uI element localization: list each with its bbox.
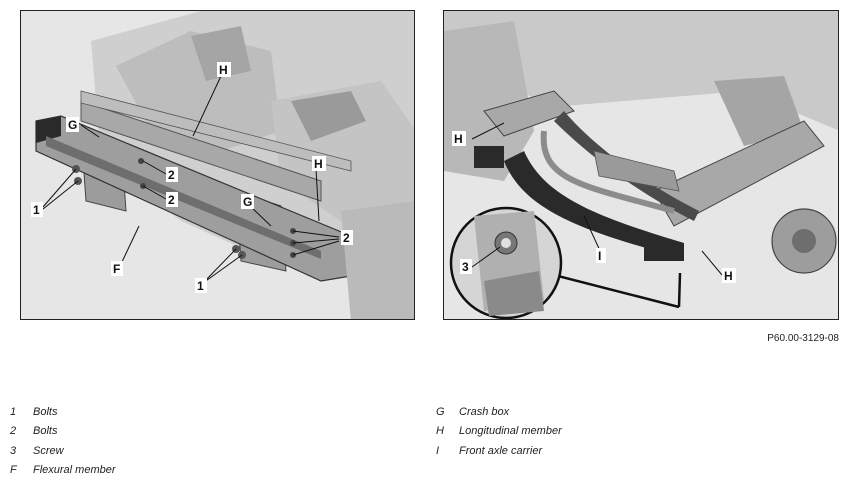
legend-row: 1 Bolts bbox=[10, 402, 116, 422]
legend-text: Screw bbox=[33, 445, 64, 457]
legend-key: 2 bbox=[10, 425, 33, 437]
callout-g-top: G bbox=[66, 117, 79, 132]
svg-text:1: 1 bbox=[197, 279, 204, 293]
svg-text:H: H bbox=[724, 269, 733, 283]
legend-key: H bbox=[436, 425, 459, 437]
wheel-hub-shape bbox=[792, 229, 816, 253]
callout-g-mid: G bbox=[241, 194, 254, 209]
svg-text:H: H bbox=[219, 63, 228, 77]
legend-text: Longitudinal member bbox=[459, 425, 562, 437]
legend-row: 3 Screw bbox=[10, 441, 116, 461]
axle-carrier-drawing: H H 3 I bbox=[444, 11, 839, 320]
callout-h-left: H bbox=[452, 131, 466, 146]
legend-text: Bolts bbox=[33, 406, 57, 418]
legend-row: H Longitudinal member bbox=[436, 422, 562, 442]
svg-text:H: H bbox=[454, 132, 463, 146]
callout-i: I bbox=[596, 248, 606, 263]
callout-2-a: 2 bbox=[166, 167, 178, 182]
callout-2-c: 2 bbox=[341, 230, 353, 245]
legend-row: 2 Bolts bbox=[10, 422, 116, 442]
legend-right: G Crash box H Longitudinal member I Fron… bbox=[436, 402, 562, 461]
left-illustration-panel: G H H 2 2 2 1 1 bbox=[20, 10, 415, 320]
callout-h-right: H bbox=[722, 268, 736, 283]
right-wheel-housing-shape bbox=[341, 201, 415, 320]
legend-text: Flexural member bbox=[33, 464, 116, 476]
legend-key: G bbox=[436, 406, 459, 418]
svg-text:F: F bbox=[113, 262, 120, 276]
callout-3: 3 bbox=[460, 259, 472, 274]
callout-2-b: 2 bbox=[166, 192, 178, 207]
legend-text: Bolts bbox=[33, 425, 57, 437]
right-carrier-end-shape bbox=[644, 243, 684, 261]
detail-pointer-line-b bbox=[679, 273, 680, 307]
svg-text:G: G bbox=[68, 118, 77, 132]
svg-text:3: 3 bbox=[462, 260, 469, 274]
legend-text: Crash box bbox=[459, 406, 509, 418]
legend-key: 1 bbox=[10, 406, 33, 418]
legend-left: 1 Bolts 2 Bolts 3 Screw F Flexural membe… bbox=[10, 402, 116, 480]
left-carrier-end-shape bbox=[474, 146, 504, 168]
callout-h-mid: H bbox=[312, 156, 326, 171]
legend-row: I Front axle carrier bbox=[436, 441, 562, 461]
figure-code: P60.00-3129-08 bbox=[767, 333, 839, 344]
legend-key: 3 bbox=[10, 445, 33, 457]
callout-f: F bbox=[111, 261, 123, 276]
svg-text:1: 1 bbox=[33, 203, 40, 217]
callout-h-top: H bbox=[217, 62, 231, 77]
legend-key: I bbox=[436, 445, 459, 457]
svg-text:2: 2 bbox=[168, 193, 175, 207]
callout-1-bottom: 1 bbox=[195, 278, 207, 293]
right-illustration-panel: H H 3 I bbox=[443, 10, 839, 320]
front-structure-drawing: G H H 2 2 2 1 1 bbox=[21, 11, 415, 320]
svg-text:G: G bbox=[243, 195, 252, 209]
svg-text:H: H bbox=[314, 157, 323, 171]
svg-text:2: 2 bbox=[343, 231, 350, 245]
legend-row: G Crash box bbox=[436, 402, 562, 422]
legend-row: F Flexural member bbox=[10, 461, 116, 480]
svg-text:I: I bbox=[598, 249, 601, 263]
svg-text:2: 2 bbox=[168, 168, 175, 182]
legend-text: Front axle carrier bbox=[459, 445, 542, 457]
detail-screw-head-shape bbox=[501, 238, 511, 248]
callout-1-left: 1 bbox=[31, 202, 43, 217]
legend-key: F bbox=[10, 464, 33, 476]
